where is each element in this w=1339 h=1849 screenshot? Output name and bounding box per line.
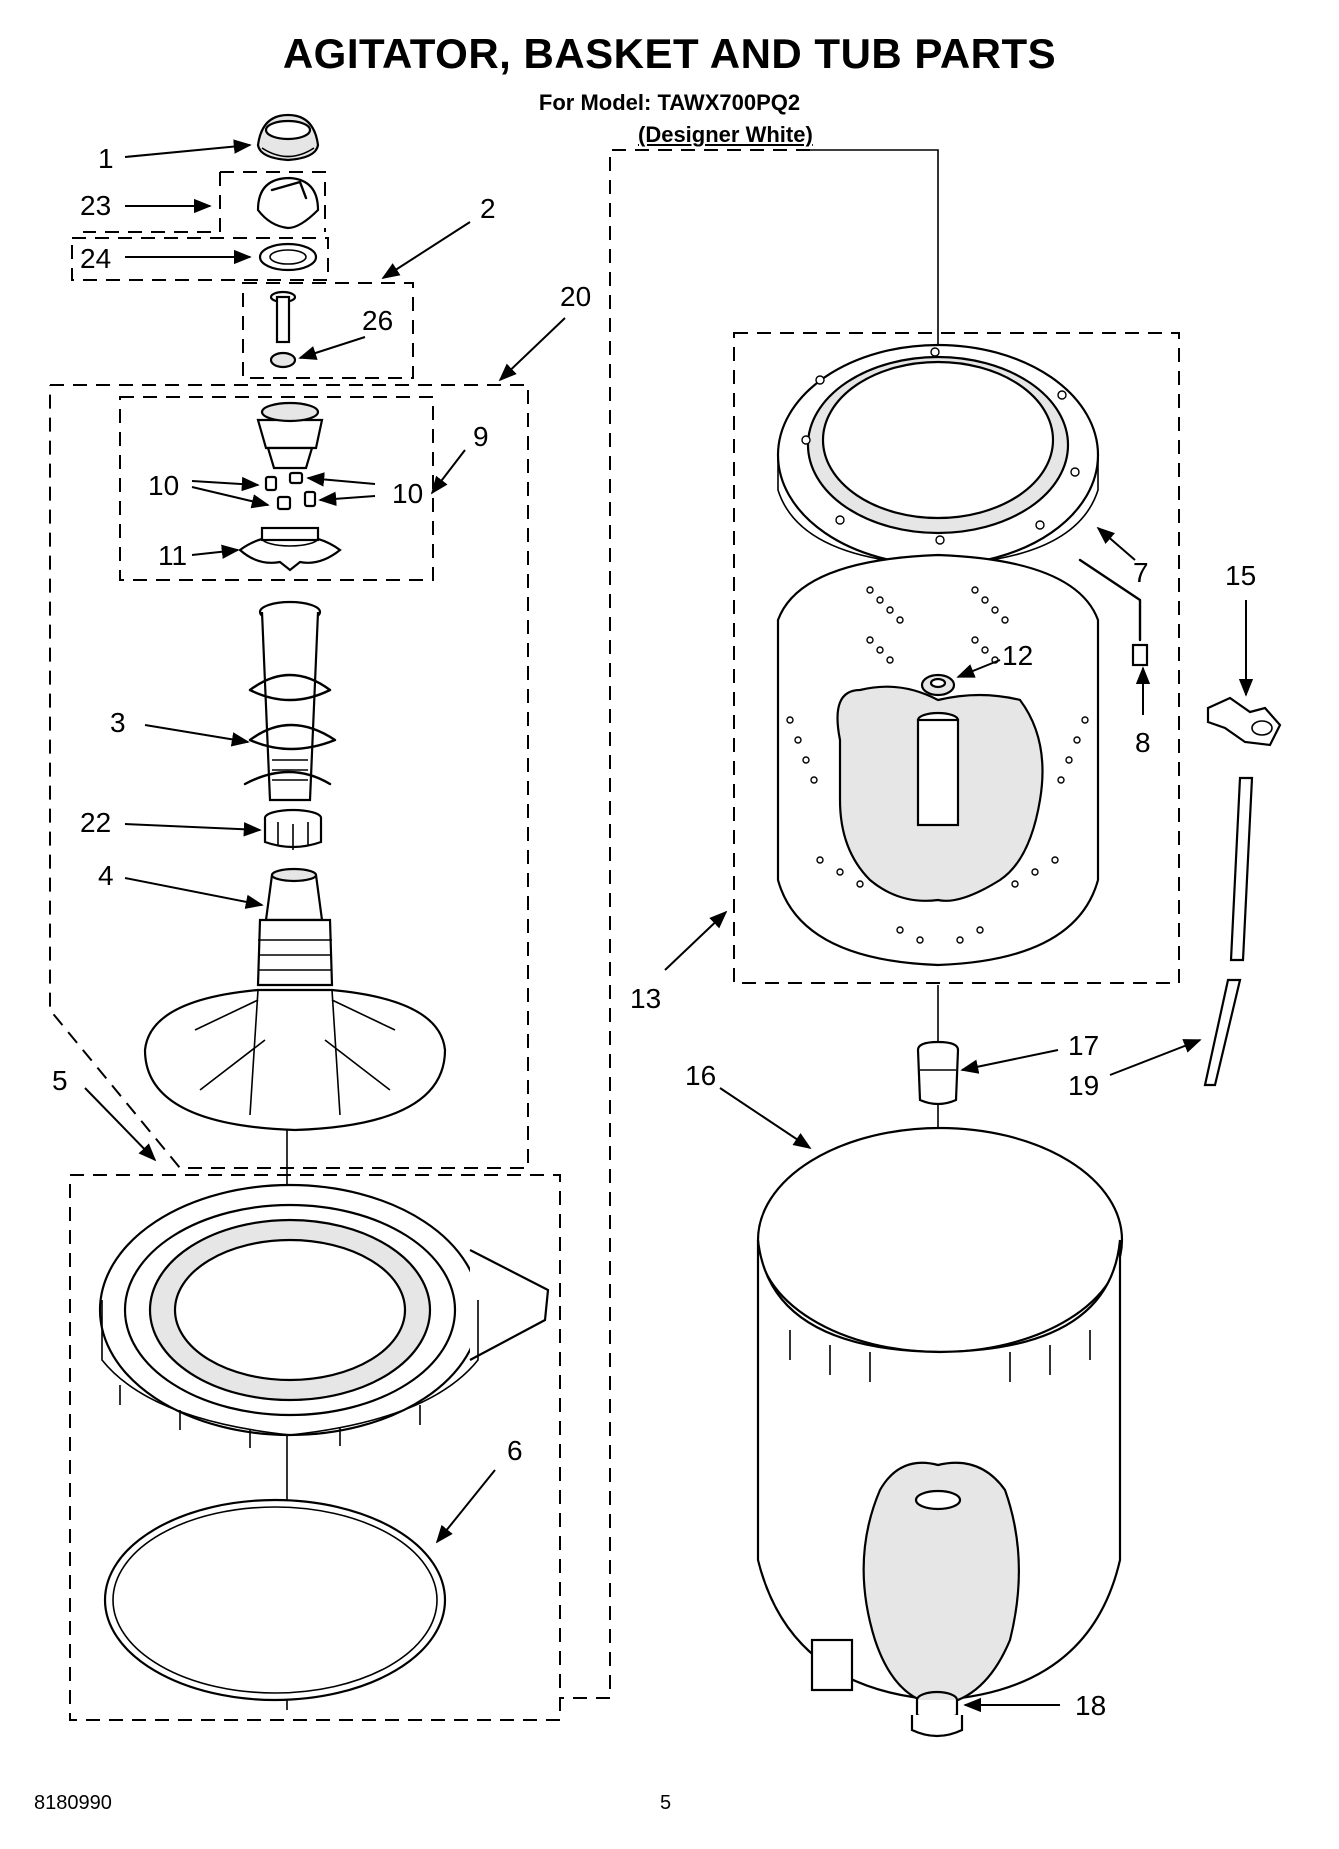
part-13-basket: [776, 553, 1100, 967]
callout-19: 19: [1068, 1070, 1099, 1101]
callout-20: 20: [560, 281, 591, 312]
page-number: 5: [660, 1792, 672, 1814]
callout-4: 4: [98, 860, 114, 891]
part-9-dog-assembly: [256, 401, 324, 470]
callout-12: 12: [1002, 640, 1033, 671]
page-title: AGITATOR, BASKET AND TUB PARTS: [282, 30, 1057, 77]
part-15-clamp: [1206, 696, 1282, 747]
part-7-balance-ring: [776, 343, 1100, 567]
callout-23: 23: [80, 190, 111, 221]
part-11-retainer: [238, 526, 342, 572]
callout-17: 17: [1068, 1030, 1099, 1061]
group-box-5: [69, 1174, 561, 1721]
part-22-bearing: [263, 808, 323, 850]
callout-1: 1: [98, 143, 114, 174]
part-26-washer: [269, 351, 297, 369]
callout-3: 3: [110, 707, 126, 738]
callout-15: 15: [1225, 560, 1256, 591]
group-box-20: [49, 384, 529, 1169]
document-number: 8180990: [34, 1792, 112, 1814]
group-box-23-top: [220, 171, 326, 232]
callout-24: 24: [80, 243, 111, 274]
part-24-ring: [258, 242, 318, 272]
part-16-outer-tub: [756, 1126, 1124, 1707]
callout-18: 18: [1075, 1690, 1106, 1721]
part-18-drain-plug: [910, 1690, 964, 1738]
callout-9: 9: [473, 421, 489, 452]
group-box-2: [242, 282, 414, 379]
part-6-seal-ring: [103, 1498, 447, 1702]
callout-5: 5: [52, 1065, 68, 1096]
callout-6: 6: [507, 1435, 523, 1466]
group-box-13: [733, 332, 1180, 984]
callout-26: 26: [362, 305, 393, 336]
part-2-bolt: [269, 290, 297, 344]
callout-13: 13: [630, 983, 661, 1014]
part-19-hose: [1203, 776, 1254, 1087]
group-box-23: [83, 172, 221, 233]
group-box-24: [71, 237, 329, 281]
part-3-auger: [243, 600, 337, 802]
model-variant: (Designer White): [638, 122, 813, 147]
callout-11: 11: [158, 540, 187, 571]
callout-22: 22: [80, 807, 111, 838]
part-23-cam: [256, 176, 320, 230]
part-8-clip: [1078, 558, 1149, 667]
part-10-dogs: [264, 471, 317, 511]
callout-16: 16: [685, 1060, 716, 1091]
callout-2: 2: [480, 193, 496, 224]
leader-arrows: [84, 139, 1254, 1713]
part-17-coupling: [916, 1040, 960, 1106]
part-12-nut: [920, 673, 956, 697]
part-5-tub-ring: [98, 1183, 550, 1448]
callout-10-left: 10: [148, 470, 179, 501]
basket-perforations: [786, 586, 1089, 944]
part-4-agitator-base: [143, 867, 447, 1132]
callout-10-right: 10: [392, 478, 423, 509]
callout-8: 8: [1135, 727, 1151, 758]
connector-line-13-5: [560, 149, 810, 1699]
callout-7: 7: [1133, 557, 1149, 588]
part-1-agitator-cap: [256, 113, 320, 162]
model-line: For Model: TAWX700PQ2: [538, 90, 801, 115]
